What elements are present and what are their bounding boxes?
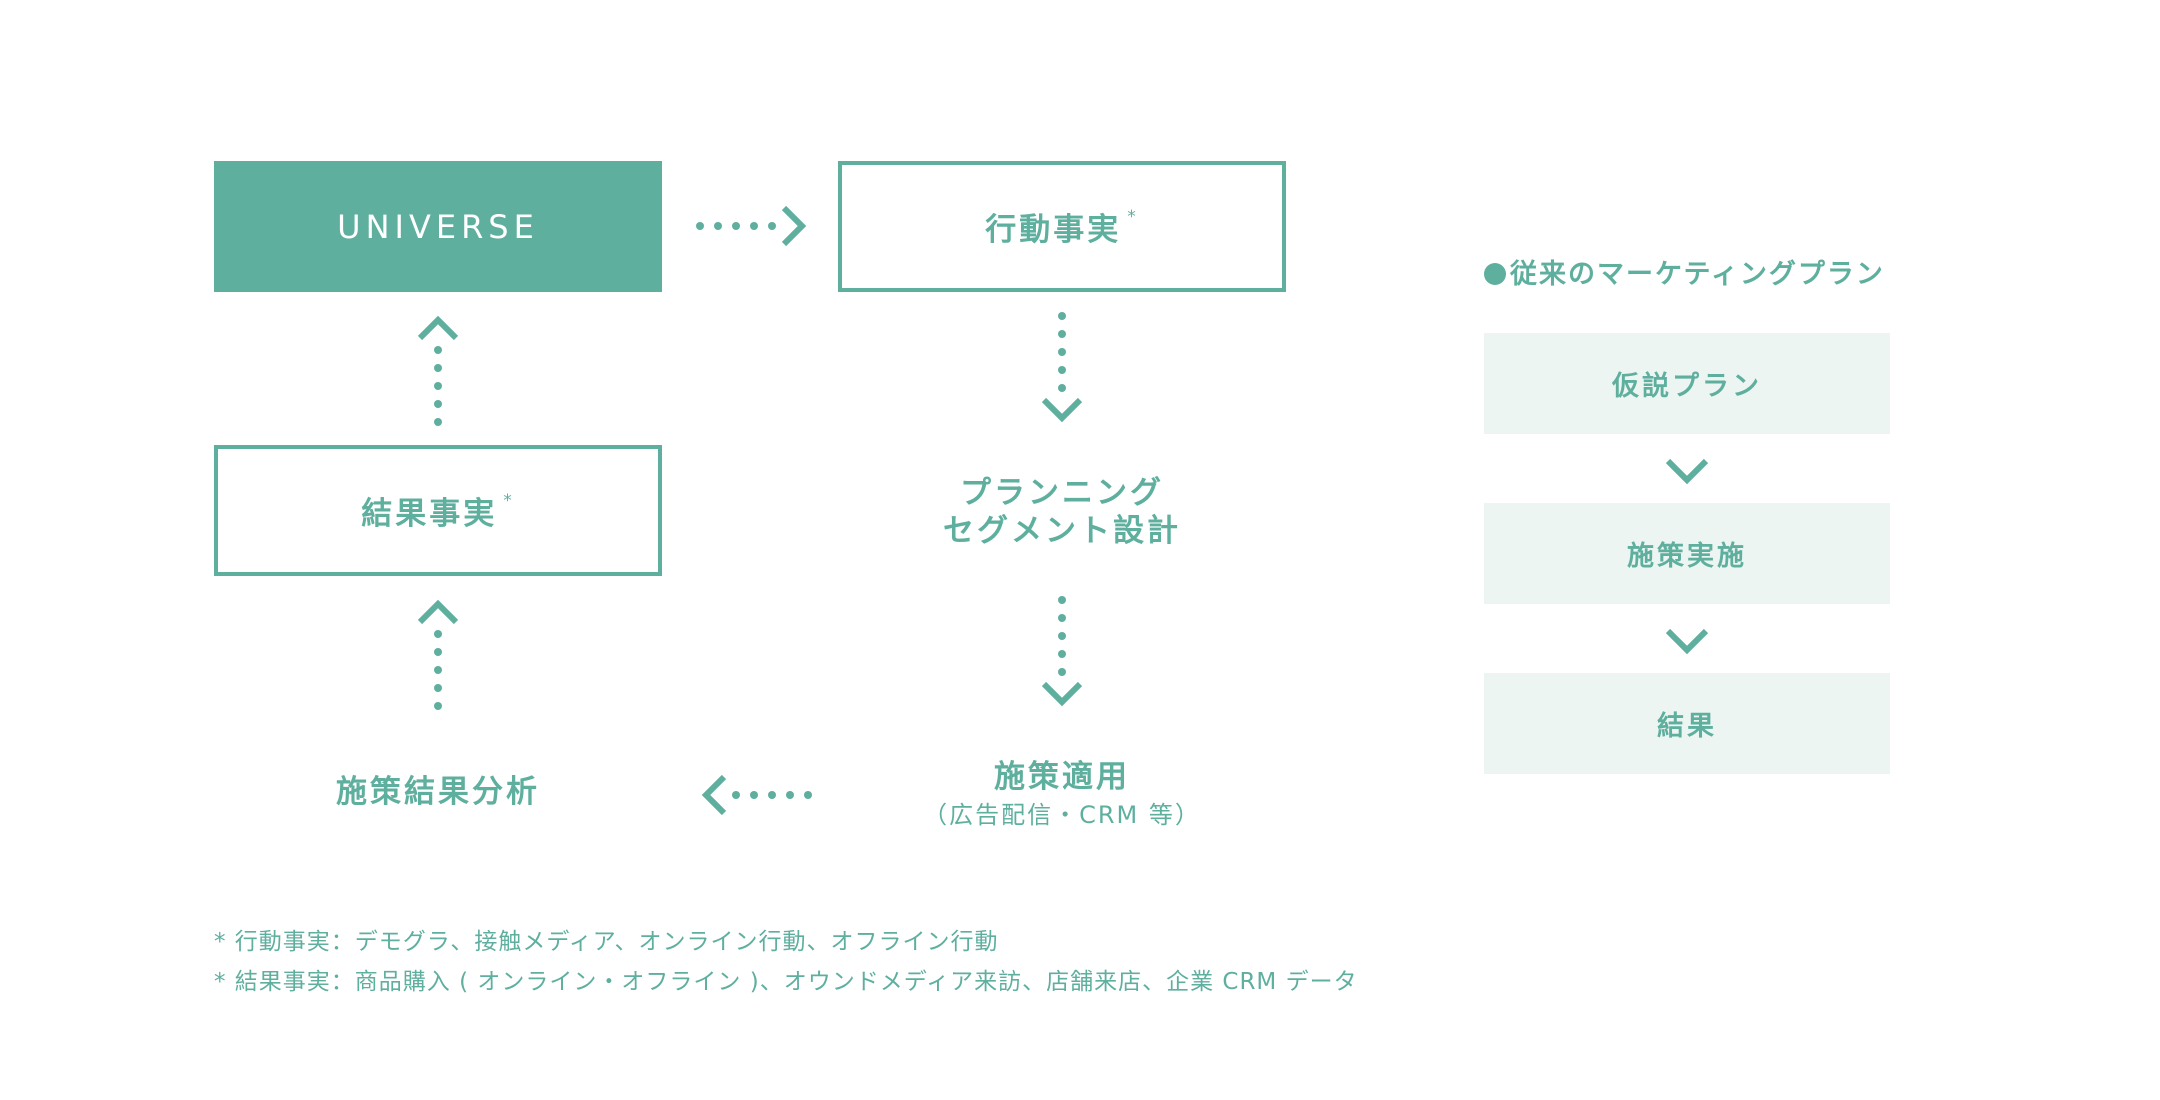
bullet-dot-icon — [1484, 263, 1506, 285]
legacy-plan-title-text: 従来のマーケティングプラン — [1510, 259, 1885, 290]
measure-apply-title: 施策適用 — [994, 759, 1130, 795]
legacy-step-result: 結果 — [1484, 673, 1890, 774]
legacy-step-hypothesis: 仮説プラン — [1484, 333, 1890, 434]
arrow-down-icon — [1041, 312, 1083, 423]
arrow-right-icon — [696, 205, 807, 247]
result-fact-asterisk: * — [503, 490, 515, 511]
result-analysis-label: 施策結果分析 — [214, 773, 662, 811]
result-analysis-title: 施策結果分析 — [336, 774, 540, 810]
measure-apply-label: 施策適用 （広告配信・CRM 等） — [838, 758, 1286, 834]
footnotes: * 行動事実：デモグラ、接触メディア、オンライン行動、オフライン行動 * 結果事… — [214, 922, 1358, 1002]
behavior-fact-label: 行動事実 — [985, 212, 1122, 248]
planning-line2: セグメント設計 — [943, 513, 1181, 549]
behavior-fact-asterisk: * — [1127, 206, 1139, 227]
universe-box: UNIVERSE — [214, 161, 662, 292]
arrow-down-icon — [1041, 596, 1083, 707]
result-fact-label: 結果事実 — [361, 496, 498, 532]
arrow-left-icon — [701, 774, 812, 816]
chevron-down-icon — [1665, 458, 1709, 485]
planning-line1: プランニング — [960, 475, 1164, 511]
legacy-step-execution: 施策実施 — [1484, 503, 1890, 604]
footnote-behavior-fact: * 行動事実：デモグラ、接触メディア、オンライン行動、オフライン行動 — [214, 929, 999, 955]
behavior-fact-box: 行動事実* — [838, 161, 1286, 292]
arrow-up-icon — [417, 315, 459, 426]
arrow-up-icon — [417, 599, 459, 710]
universe-label: UNIVERSE — [337, 207, 539, 246]
planning-label: プランニング セグメント設計 — [838, 474, 1286, 550]
legacy-step-label: 仮説プラン — [1612, 371, 1762, 402]
footnote-result-fact: * 結果事実：商品購入 ( オンライン・オフライン )、オウンドメディア来訪、店… — [214, 969, 1358, 995]
legacy-plan-title: 従来のマーケティングプラン — [1484, 252, 1885, 291]
result-fact-box: 結果事実* — [214, 445, 662, 576]
legacy-step-label: 結果 — [1657, 711, 1717, 742]
chevron-down-icon — [1665, 628, 1709, 655]
legacy-step-label: 施策実施 — [1627, 541, 1747, 572]
measure-apply-sub: （広告配信・CRM 等） — [923, 801, 1201, 829]
